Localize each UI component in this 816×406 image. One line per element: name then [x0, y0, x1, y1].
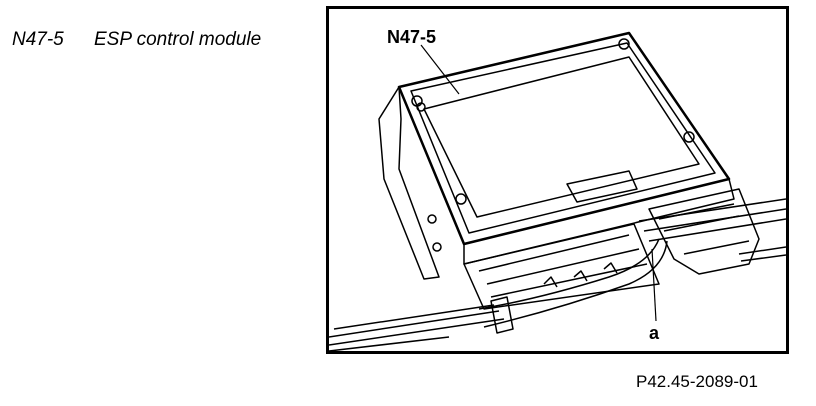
legend-entry: N47-5 ESP control module	[12, 29, 261, 51]
legend-code: N47-5	[12, 29, 64, 50]
callout-a-label: a	[649, 323, 660, 343]
figure-reference-id: P42.45-2089-01	[636, 372, 758, 391]
connector-left	[463, 223, 660, 310]
mounting-bracket	[378, 86, 440, 280]
callout-module-label: N47-5	[387, 27, 436, 47]
connector-right	[648, 188, 760, 275]
module-drawing: N47-5 a	[329, 27, 786, 351]
wiring-harness	[329, 304, 505, 351]
legend-description: ESP control module	[94, 29, 262, 50]
technical-illustration: N47-5 a	[326, 6, 789, 354]
